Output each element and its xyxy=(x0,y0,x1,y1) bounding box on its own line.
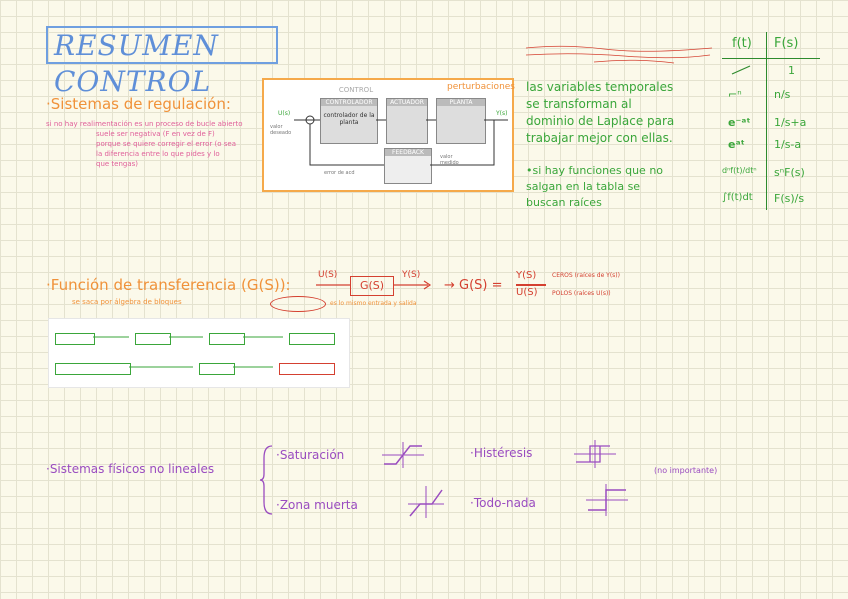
actuator-block: ACTUADOR xyxy=(386,98,428,144)
saturacion-label: ·Saturación xyxy=(276,448,345,462)
tf-equation-den: U(S) xyxy=(516,287,538,298)
table-row-3-F: 1/s-a xyxy=(774,138,802,151)
tf-ceros: CEROS (raíces de Y(s)) xyxy=(552,272,620,279)
block-example-6 xyxy=(199,363,235,375)
plant-block: PLANTA xyxy=(436,98,486,144)
table-row-1-F: n/s xyxy=(774,88,791,101)
tf-output-label: Y(S) xyxy=(402,270,421,280)
tf-equation-num: Y(S) xyxy=(516,270,537,281)
diagram-measure-label: valor medido xyxy=(440,154,459,166)
regulacion-note-5: que tengas) xyxy=(96,160,139,168)
block-example-2 xyxy=(135,333,171,345)
laplace-text-3: dominio de Laplace para xyxy=(526,114,675,128)
laplace-extra-1: •si hay funciones que no xyxy=(526,164,664,177)
regulacion-note-4: la diferencia entre lo que pides y lo xyxy=(96,150,220,158)
no-lineales-heading: ·Sistemas físicos no lineales xyxy=(46,462,215,476)
todo-nada-graph-icon xyxy=(586,484,628,516)
table-row-2-F: 1/s+a xyxy=(774,116,807,129)
diagram-error-label: error de acd xyxy=(324,170,355,176)
control-block-diagram: CONTROL CONTROLADOR controlador de la pl… xyxy=(262,78,514,192)
tf-input-label: U(S) xyxy=(318,270,338,280)
table-row-4-f: dⁿf(t)/dtⁿ xyxy=(722,166,757,175)
block-example-4 xyxy=(289,333,335,345)
block-example-5 xyxy=(55,363,131,375)
controller-label: controlador de la planta xyxy=(323,112,375,126)
feedback-label: FEEDBACK xyxy=(385,149,431,156)
histeresis-label: ·Histéresis xyxy=(470,446,533,460)
table-row-3-f: eᵃᵗ xyxy=(728,138,745,151)
histeresis-graph-icon xyxy=(574,440,616,468)
laplace-table: f(t) F(s) 1 ⌐ⁿ n/s e⁻ᵃᵗ 1/s+a eᵃᵗ 1/s-a … xyxy=(722,32,826,212)
tf-polos: POLOS (raíces U(s)) xyxy=(552,290,611,297)
laplace-extra-3: buscan raíces xyxy=(526,196,602,209)
regulacion-heading: ·Sistemas de regulación: xyxy=(46,95,231,113)
block-algebra-examples xyxy=(48,318,350,388)
tf-note-2: es lo mismo entrada y salida xyxy=(330,300,417,307)
table-row-0-F: 1 xyxy=(788,64,795,77)
diagram-control-label: CONTROL xyxy=(338,86,374,94)
table-row-1-f: ⌐ⁿ xyxy=(728,88,742,101)
zona-muerta-label: ·Zona muerta xyxy=(276,498,358,512)
tf-fraction-bar xyxy=(516,284,546,286)
tf-g-block: G(S) xyxy=(350,276,394,296)
todo-nada-label: ·Todo-nada xyxy=(470,496,536,510)
actuator-label: ACTUADOR xyxy=(387,99,427,106)
table-header-f: f(t) xyxy=(732,36,752,51)
laplace-text-2: se transforman al xyxy=(526,97,632,111)
impulse-icon xyxy=(731,65,751,75)
no-lineales-brace xyxy=(259,445,273,515)
tf-arrows xyxy=(316,280,432,290)
diagram-y-label: Y(s) xyxy=(496,110,508,117)
diagram-connectors xyxy=(294,115,508,166)
controller-block: CONTROLADOR controlador de la planta xyxy=(320,98,378,144)
plant-label: PLANTA xyxy=(437,99,485,106)
diagram-u-label: U(s) xyxy=(278,110,291,117)
tf-note-ellipse xyxy=(270,296,326,312)
laplace-text-1: las variables temporales xyxy=(526,80,674,94)
tf-equation-lhs: → G(S) = xyxy=(444,278,503,293)
regulacion-note-1: si no hay realimentación es un proceso d… xyxy=(46,120,243,128)
feedback-block: FEEDBACK xyxy=(384,148,432,184)
no-importante-note: (no importante) xyxy=(654,466,718,475)
table-row-5-F: F(s)/s xyxy=(774,192,805,205)
tf-note: se saca por álgebra de bloques xyxy=(72,298,182,306)
table-row-2-f: e⁻ᵃᵗ xyxy=(728,116,751,129)
table-row-5-f: ∫f(t)dt xyxy=(722,192,753,203)
regulacion-note-3: porque se quiere corregir el error (o se… xyxy=(96,140,236,148)
saturacion-graph-icon xyxy=(382,442,424,468)
perturbaciones-label: perturbaciones xyxy=(447,82,515,92)
block-example-1 xyxy=(55,333,95,345)
laplace-extra-2: salgan en la tabla se xyxy=(526,180,641,193)
diagram-desired-label: valor deseado xyxy=(270,124,292,136)
zona-muerta-graph-icon xyxy=(408,486,444,518)
laplace-definition-scribble xyxy=(524,44,714,66)
laplace-text-4: trabajar mejor con ellas. xyxy=(526,131,673,145)
block-algebra-connectors xyxy=(93,336,283,368)
page-title: RESUMEN CONTROL xyxy=(46,26,278,98)
block-example-7 xyxy=(279,363,335,375)
table-row-4-F: sⁿF(s) xyxy=(774,166,805,179)
table-divider-h xyxy=(722,58,820,59)
table-header-F: F(s) xyxy=(774,36,799,51)
regulacion-note-2: suele ser negativa (F en vez de F) xyxy=(96,130,215,138)
block-example-3 xyxy=(209,333,245,345)
table-divider-v xyxy=(766,32,767,210)
transferencia-heading: ·Función de transferencia (G(S)): xyxy=(46,276,291,294)
